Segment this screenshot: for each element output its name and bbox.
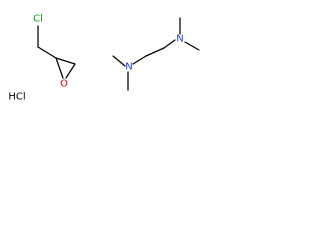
bond-nleft-methyl-left bbox=[112, 55, 126, 67]
atom-chlorine-label: Cl bbox=[33, 14, 43, 25]
bond-nright-methyl-right bbox=[184, 41, 200, 51]
bond-ch2-ring bbox=[37, 46, 57, 59]
bond-ch2-ch2 bbox=[145, 47, 165, 57]
bond-ch2-nright bbox=[163, 39, 176, 49]
atom-nitrogen-left-label: N bbox=[125, 62, 132, 73]
bond-nleft-ch2 bbox=[132, 55, 147, 65]
chemical-structure-diagram: Cl O N N HCl bbox=[8, 14, 200, 103]
tmeda-bonds bbox=[112, 17, 200, 91]
atom-nitrogen-right-label: N bbox=[176, 34, 183, 45]
bond-ring-c2-o bbox=[65, 63, 76, 79]
atom-oxygen-label: O bbox=[60, 79, 68, 90]
bond-ring-c1-c2 bbox=[55, 57, 76, 65]
atom-labels: Cl O N N HCl bbox=[8, 14, 183, 103]
epichlorohydrin-bonds bbox=[37, 25, 76, 79]
salt-hcl-label: HCl bbox=[8, 92, 25, 103]
bond-ring-c1-o bbox=[55, 57, 64, 79]
